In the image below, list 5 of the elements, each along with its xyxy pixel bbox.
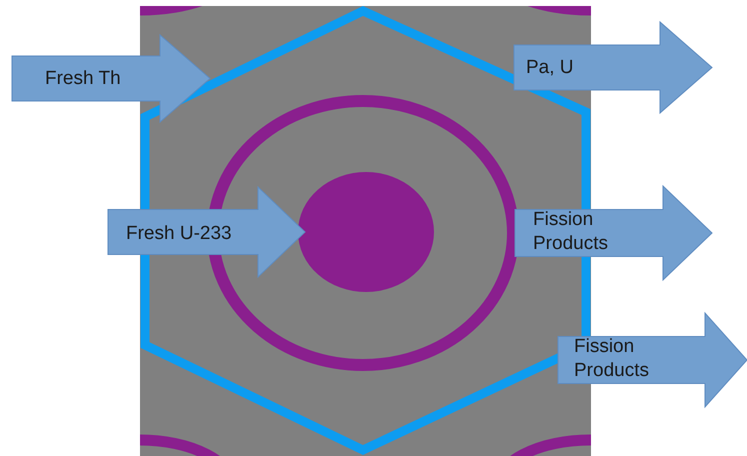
arrow-label: Fresh U-233 <box>126 222 233 246</box>
arrow-label: Pa, U <box>526 56 575 80</box>
arrow-label: Fission Products <box>574 335 650 383</box>
arrow-label: Fission Products <box>533 208 609 256</box>
arrow-label: Fresh Th <box>45 67 122 91</box>
